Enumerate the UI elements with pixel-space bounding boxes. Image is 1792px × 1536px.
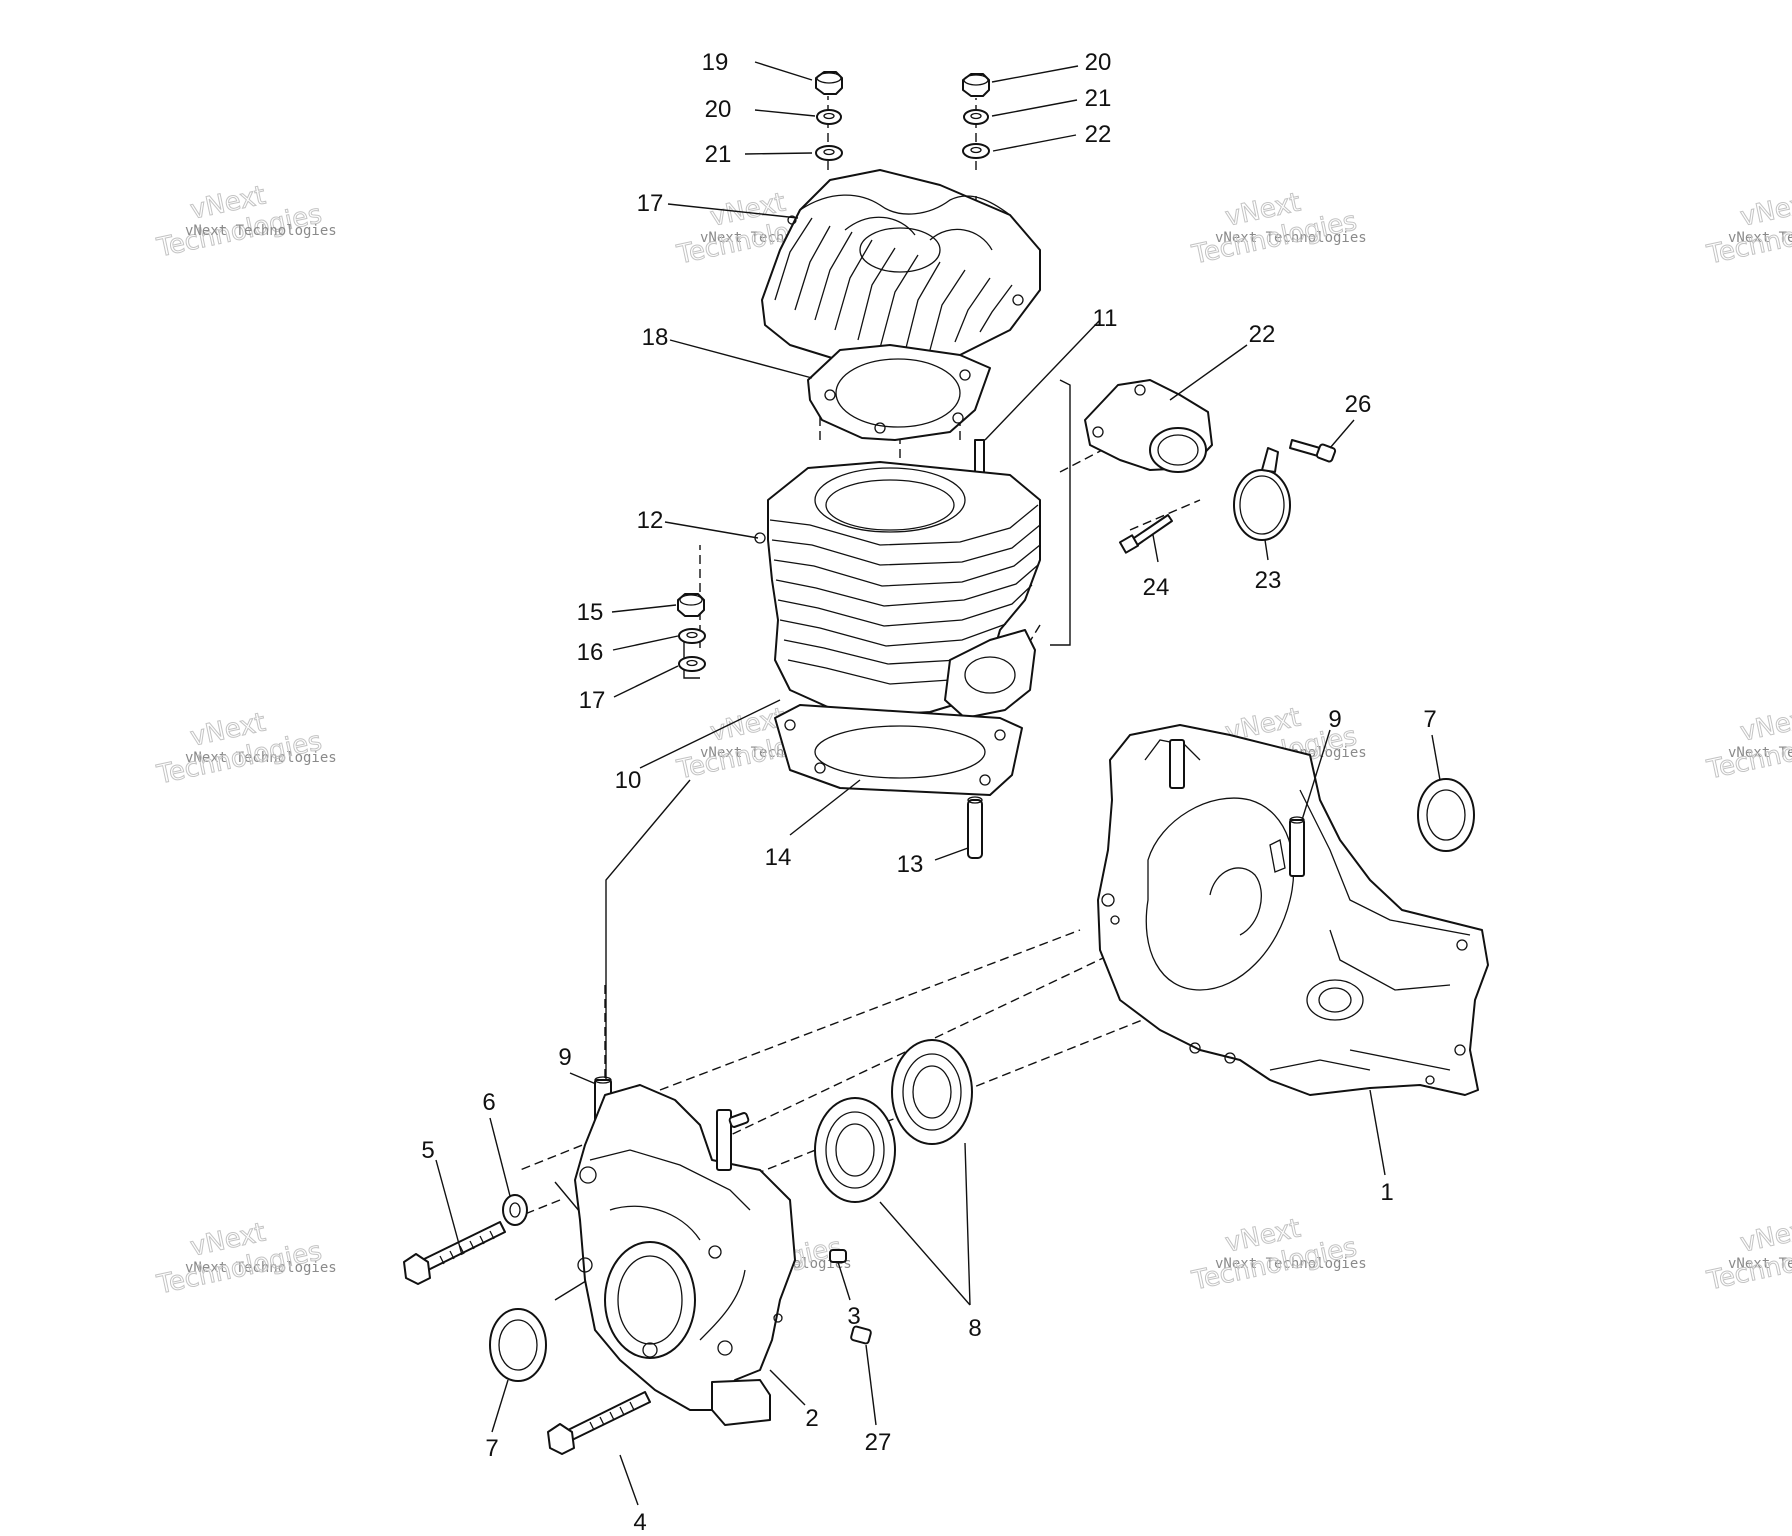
callout-22-left: 21 bbox=[705, 141, 732, 168]
washer-22-right bbox=[962, 143, 990, 159]
callout-11: 11 bbox=[1093, 305, 1118, 332]
callout-8: 8 bbox=[968, 1315, 981, 1342]
callout-27: 27 bbox=[865, 1429, 892, 1456]
stud-9-upper bbox=[1289, 816, 1305, 877]
dowel-pin-3 bbox=[829, 1249, 847, 1263]
crankcase-right-1 bbox=[1097, 724, 1489, 1096]
callout-5: 5 bbox=[421, 1137, 434, 1164]
cylinder-head-18 bbox=[761, 169, 1041, 369]
callout-4: 4 bbox=[633, 1509, 646, 1536]
watermark-text: vNext Technologies bbox=[185, 1260, 337, 1276]
base-gasket-14 bbox=[774, 704, 1023, 796]
dowel-pin-13 bbox=[967, 796, 983, 859]
plug-27 bbox=[850, 1325, 872, 1345]
callout-19: 18 bbox=[642, 324, 669, 351]
callout-25: 24 bbox=[1143, 574, 1170, 601]
washer-22-left bbox=[815, 145, 843, 161]
callout-21-right: 21 bbox=[1085, 85, 1112, 112]
callout-21-left: 20 bbox=[705, 96, 732, 123]
callout-18: 17 bbox=[637, 190, 664, 217]
assembly-bracket-right bbox=[1050, 379, 1071, 646]
crankcase-left-2 bbox=[574, 1084, 796, 1426]
nut-15 bbox=[677, 593, 705, 617]
callout-9-lower: 9 bbox=[558, 1044, 571, 1071]
callout-9-upper: 9 bbox=[1328, 706, 1341, 733]
callout-14: 14 bbox=[765, 844, 792, 871]
bearing-8-a bbox=[814, 1097, 896, 1203]
washer-6 bbox=[502, 1194, 528, 1226]
callout-24: 23 bbox=[1255, 567, 1282, 594]
callout-16: 16 bbox=[577, 639, 604, 666]
lock-washer-16 bbox=[678, 628, 706, 644]
nut-20-right bbox=[962, 73, 990, 97]
bearing-8-b bbox=[891, 1039, 973, 1145]
watermark-text: vNext Technologies bbox=[185, 750, 337, 766]
dowel-pin-3-upper bbox=[728, 1112, 750, 1128]
callout-13: 13 bbox=[897, 851, 924, 878]
watermark-text: vNext Technologies bbox=[1728, 1256, 1792, 1272]
callout-15: 15 bbox=[577, 599, 604, 626]
bolt-4 bbox=[547, 1391, 651, 1455]
callout-labels: 19 20 21 20 21 22 17 18 11 12 15 16 17 1… bbox=[421, 49, 1436, 1536]
assembly-bracket-left bbox=[605, 779, 691, 1090]
lock-washer-21-left bbox=[816, 109, 842, 125]
leader-lines bbox=[435, 61, 1441, 1506]
watermark-text: vNext Technologies bbox=[1215, 1256, 1367, 1272]
screw-25 bbox=[1118, 514, 1173, 554]
callout-2: 2 bbox=[805, 1405, 818, 1432]
callout-17-visible: 17 bbox=[579, 687, 606, 714]
callout-3: 3 bbox=[847, 1303, 860, 1330]
watermark-text: vNext Technologies bbox=[185, 223, 337, 239]
callout-1: 1 bbox=[1380, 1179, 1393, 1206]
watermark-1: vNext Technologies bbox=[153, 180, 325, 264]
lock-washer-21-right bbox=[963, 109, 989, 125]
intake-manifold-23 bbox=[1084, 379, 1213, 473]
stud-9-crankcase-top bbox=[1169, 739, 1185, 789]
oil-seal-7-right bbox=[1417, 778, 1475, 852]
callout-10: 10 bbox=[615, 767, 642, 794]
callout-6: 6 bbox=[482, 1089, 495, 1116]
callout-23: 22 bbox=[1249, 321, 1276, 348]
callout-12: 12 bbox=[637, 507, 664, 534]
callout-7-left: 7 bbox=[485, 1435, 498, 1462]
washer-17 bbox=[678, 656, 706, 672]
head-gasket-19 bbox=[807, 344, 991, 441]
callout-26: 26 bbox=[1345, 391, 1372, 418]
cylinder-12 bbox=[754, 461, 1041, 719]
bolt-5 bbox=[403, 1221, 506, 1285]
callout-20-left: 19 bbox=[702, 49, 729, 76]
callout-20-right: 20 bbox=[1085, 49, 1112, 76]
hose-clamp-24 bbox=[1233, 447, 1291, 541]
watermark-text: vNext Technologies bbox=[1728, 745, 1792, 761]
watermark-text: vNext Technologies bbox=[1728, 230, 1792, 246]
screw-26 bbox=[1289, 439, 1337, 463]
callout-22-right: 22 bbox=[1085, 121, 1112, 148]
watermark-text: vNext Technologies bbox=[1215, 230, 1367, 246]
oil-seal-7-left bbox=[489, 1308, 547, 1382]
nut-20-left bbox=[815, 71, 843, 95]
callout-7-right: 7 bbox=[1423, 706, 1436, 733]
